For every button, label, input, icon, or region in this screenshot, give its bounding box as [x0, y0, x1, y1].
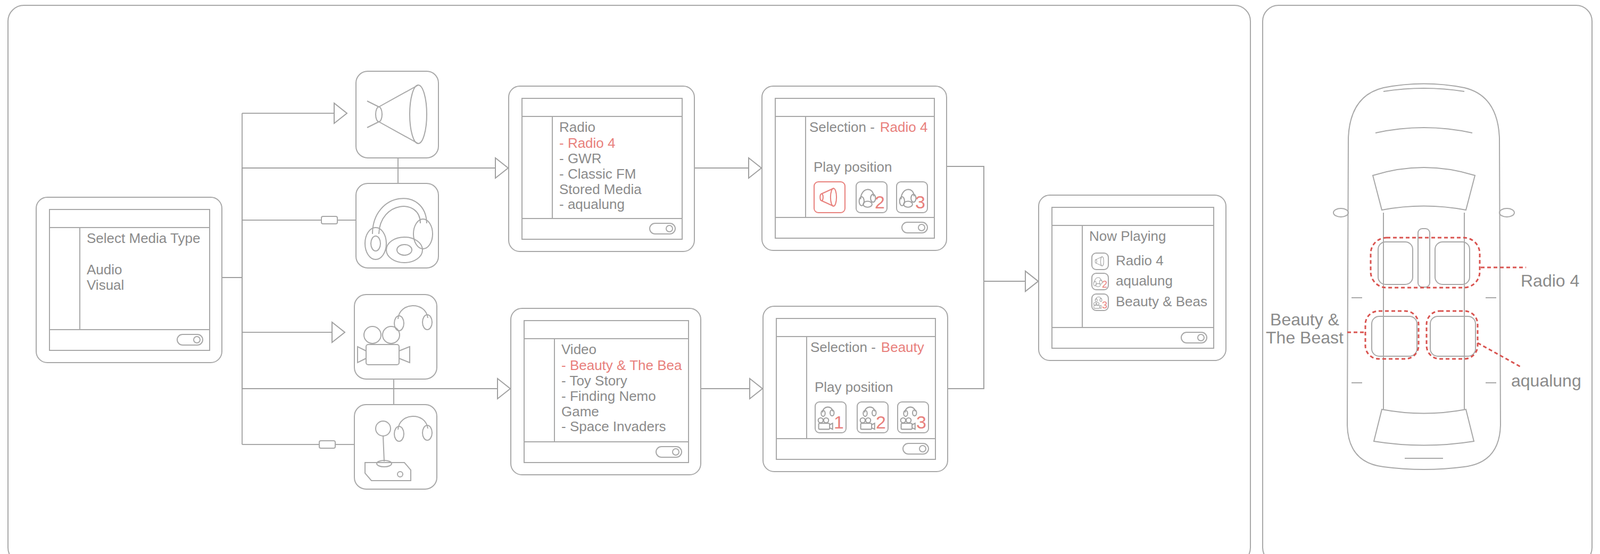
screen-bar: [48, 329, 211, 331]
screen-text: Visual: [86, 277, 124, 294]
screen-bar: [775, 336, 936, 338]
screen-box: Radio- Radio 4- GWR- Classic FMStored Me…: [508, 85, 695, 253]
cable-line: [335, 444, 355, 446]
leader-line: [1347, 332, 1365, 334]
seat-label: aqualung: [1511, 372, 1582, 391]
screen-text: Stored Media: [559, 181, 642, 198]
seat-zone: [1365, 311, 1419, 360]
screen-bar: [523, 338, 690, 340]
screen-text: - Beauty & The Bea: [561, 358, 682, 375]
screen-text: Audio: [86, 262, 123, 279]
screen-text: aqualung: [1115, 273, 1173, 290]
screen-text: Radio 4: [1115, 253, 1164, 270]
icon-link: [393, 379, 395, 405]
position-number: 3: [916, 413, 927, 432]
toggle-switch: [901, 221, 928, 234]
position-number: 2: [1101, 279, 1108, 290]
cable-plug: [321, 216, 338, 225]
branch-arrow: [242, 332, 345, 334]
flow-arrow: [947, 166, 1039, 282]
screen-text: - Classic FM: [559, 166, 636, 183]
screen-text: Select Media Type: [86, 230, 201, 247]
camera-icon: [354, 294, 437, 380]
media-icon: [813, 181, 846, 214]
screen-column: [805, 115, 807, 219]
selection-value: Radio 4: [880, 119, 928, 136]
screen-column: [1081, 225, 1083, 329]
branch-arrow: [242, 112, 347, 114]
screen-text: Play position: [814, 379, 893, 396]
icon-link: [397, 158, 399, 184]
screen-bar: [1051, 225, 1215, 227]
leader-line: [1477, 343, 1521, 368]
joystick-icon: [354, 404, 437, 490]
flow-arrow: [948, 281, 1039, 389]
cable-plug: [319, 441, 336, 449]
seat-label: Beauty & The Beast: [1264, 311, 1345, 347]
car-illustration: [1333, 84, 1515, 471]
flow-arrow: [701, 388, 763, 390]
icon-graphic: [1092, 253, 1108, 270]
screen-column: [551, 115, 553, 220]
position-number: 2: [875, 413, 886, 432]
screen-text: Radio: [559, 119, 596, 136]
screen-box: Now PlayingRadio 4 2 aqualung 3 Beauty & Bea…: [1038, 194, 1227, 362]
flow-arrow: [222, 277, 511, 389]
screen-bar: [521, 218, 683, 220]
media-icon: [1091, 252, 1109, 271]
flow-arrow: [694, 167, 762, 169]
screen-text: Selection -: [809, 119, 875, 136]
seat-zone: [1370, 237, 1480, 288]
screen-text: - Finding Nemo: [561, 388, 657, 405]
screen-bar: [521, 115, 683, 118]
screen-bar: [774, 115, 935, 118]
screen-text: Beauty & Beas: [1115, 294, 1208, 311]
screen-bar: [775, 438, 936, 440]
toggle-switch: [649, 222, 676, 235]
position-number: 3: [915, 193, 926, 212]
screen-text: Selection -: [810, 340, 876, 356]
screen-text: - Radio 4: [559, 135, 616, 152]
screen-text: Now Playing: [1089, 228, 1167, 245]
icon-graphic: [814, 182, 845, 213]
position-number: 3: [1101, 300, 1108, 311]
screen-text: - aqualung: [559, 196, 625, 213]
screen-text: - GWR: [559, 151, 602, 168]
leader-line: [1480, 267, 1527, 269]
screen-column: [806, 336, 808, 440]
screen-text: - Space Invaders: [561, 419, 667, 436]
headphones-icon: [355, 183, 439, 269]
cable-line: [337, 219, 356, 221]
screen-column: [79, 227, 81, 331]
screen-text: Play position: [813, 159, 892, 176]
screen-box: Selection - Radio 4 Play position 2 3: [761, 85, 948, 252]
screen-text: - Toy Story: [561, 373, 628, 390]
toggle-switch: [902, 443, 930, 455]
position-number: 2: [874, 193, 885, 212]
screen-bar: [774, 217, 935, 219]
screen-column: [553, 338, 555, 443]
position-number: 1: [833, 413, 844, 432]
left-panel: [7, 5, 1251, 554]
screen-text: Game: [561, 404, 600, 421]
seat-label: Radio 4: [1520, 272, 1580, 291]
cable-line: [242, 444, 320, 446]
screen-bar: [1051, 327, 1215, 329]
selection-value: Beauty: [881, 340, 925, 356]
toggle-switch: [655, 446, 683, 459]
screen-text: Video: [561, 342, 597, 359]
right-panel: [1262, 5, 1593, 554]
screen-box: Select Media TypeAudioVisual: [35, 196, 223, 364]
screen-bar: [48, 227, 211, 229]
flow-arrow: [222, 168, 509, 278]
screen-bar: [523, 441, 690, 443]
speaker-icon: [355, 71, 439, 159]
toggle-switch: [176, 334, 204, 346]
seat-zone: [1426, 311, 1478, 360]
screen-box: Selection - BeautyPlay position 1 2 3: [762, 305, 949, 473]
toggle-switch: [1180, 332, 1208, 344]
cable-line: [242, 219, 322, 221]
screen-box: Video- Beauty & The Bea- Toy Story- Find…: [510, 308, 702, 476]
